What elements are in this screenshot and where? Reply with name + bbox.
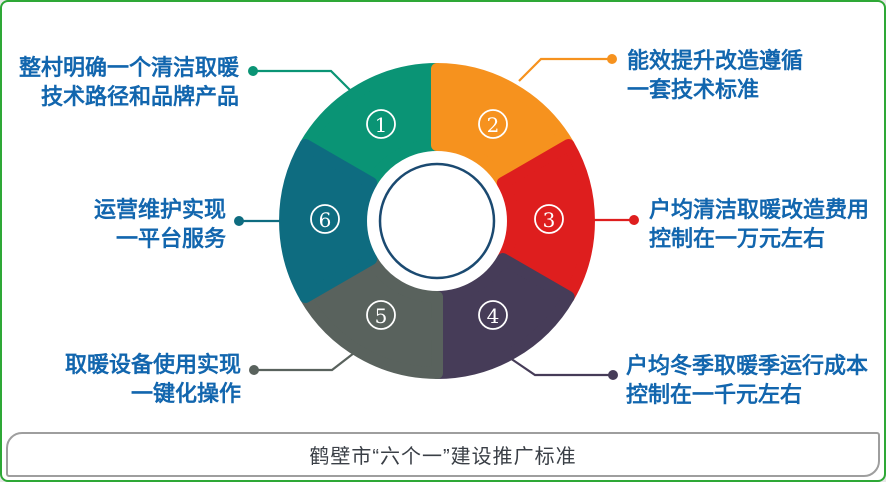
number-text: 5 xyxy=(375,304,388,328)
label-line-2: 一键化操作 xyxy=(130,381,241,406)
label-line-1: 运营维护实现 xyxy=(93,197,226,222)
number-text: 2 xyxy=(487,113,500,137)
segment-1-petal-shape xyxy=(299,63,444,190)
segment-2-petal-shape xyxy=(430,63,575,190)
segment-4-petal-shape xyxy=(430,252,575,379)
number-text: 6 xyxy=(319,208,332,232)
segment-6-label: 运营维护实现 一平台服务 xyxy=(94,195,226,253)
label-line-2: 一平台服务 xyxy=(115,226,226,251)
number-circle xyxy=(310,204,340,234)
connector-dot xyxy=(248,66,258,76)
segment-3-connector xyxy=(588,215,639,225)
segment-4-label: 户均冬季取暖季运行成本 控制在一千元左右 xyxy=(626,351,868,409)
segment-4-connector xyxy=(509,357,618,380)
number-circle xyxy=(366,300,396,330)
segment-3-label: 户均清洁取暖改造费用 控制在一万元左右 xyxy=(649,195,869,253)
segment-2-connector xyxy=(518,54,617,82)
connector-line xyxy=(254,352,355,372)
number-text: 3 xyxy=(543,208,556,232)
segment-2-petal xyxy=(430,63,575,190)
label-line-2: 一套技术标准 xyxy=(627,77,760,102)
label-line-1: 取暖设备使用实现 xyxy=(64,352,241,377)
connector-line xyxy=(509,357,613,377)
segment-5-number-badge: 5 xyxy=(366,300,396,330)
number-circle xyxy=(366,109,396,139)
number-text: 1 xyxy=(375,113,388,137)
segment-5-label: 取暖设备使用实现 一键化操作 xyxy=(65,350,241,408)
label-line-1: 户均冬季取暖季运行成本 xyxy=(626,353,869,378)
segment-4-number-badge: 4 xyxy=(478,300,508,330)
number-circle xyxy=(534,204,564,234)
label-line-2: 技术路径和品牌产品 xyxy=(40,84,239,109)
segment-6-number-badge: 6 xyxy=(310,204,340,234)
caption-bar: 鹤壁市“六个一”建设推广标准 xyxy=(6,432,880,477)
segment-4-petal xyxy=(430,252,575,379)
segment-1-label: 整村明确一个清洁取暖 技术路径和品牌产品 xyxy=(19,53,239,111)
segment-5-petal-shape xyxy=(299,252,444,379)
connector-dot xyxy=(234,216,244,226)
segment-1-connector xyxy=(248,66,351,91)
segment-2-label: 能效提升改造遵循 一套技术标准 xyxy=(627,46,803,104)
label-line-1: 整村明确一个清洁取暖 xyxy=(18,55,239,80)
segment-6-petal-shape xyxy=(279,139,378,303)
number-text: 4 xyxy=(487,304,500,328)
segment-3-petal-shape xyxy=(496,139,595,303)
caption-text: 鹤壁市“六个一”建设推广标准 xyxy=(309,446,577,468)
connector-dot xyxy=(607,54,617,64)
number-circle xyxy=(478,109,508,139)
label-line-1: 户均清洁取暖改造费用 xyxy=(649,197,870,222)
label-line-2: 控制在一万元左右 xyxy=(649,226,826,251)
segment-5-petal xyxy=(299,252,444,379)
center-circle xyxy=(378,162,496,280)
segment-3-petal xyxy=(496,139,595,303)
label-line-1: 能效提升改造遵循 xyxy=(627,48,804,73)
connector-dot xyxy=(608,370,618,380)
segment-1-petal xyxy=(299,63,444,190)
segment-6-petal xyxy=(279,139,378,303)
number-circle xyxy=(478,300,508,330)
segment-6-connector xyxy=(234,216,288,226)
connector-dot xyxy=(249,365,259,375)
label-line-2: 控制在一千元左右 xyxy=(626,382,803,407)
connector-dot xyxy=(629,215,639,225)
connector-line xyxy=(518,57,612,82)
segment-3-number-badge: 3 xyxy=(534,204,564,234)
connector-line xyxy=(253,69,351,91)
segment-5-connector xyxy=(249,352,355,375)
segment-1-number-badge: 1 xyxy=(366,109,396,139)
segment-2-number-badge: 2 xyxy=(478,109,508,139)
